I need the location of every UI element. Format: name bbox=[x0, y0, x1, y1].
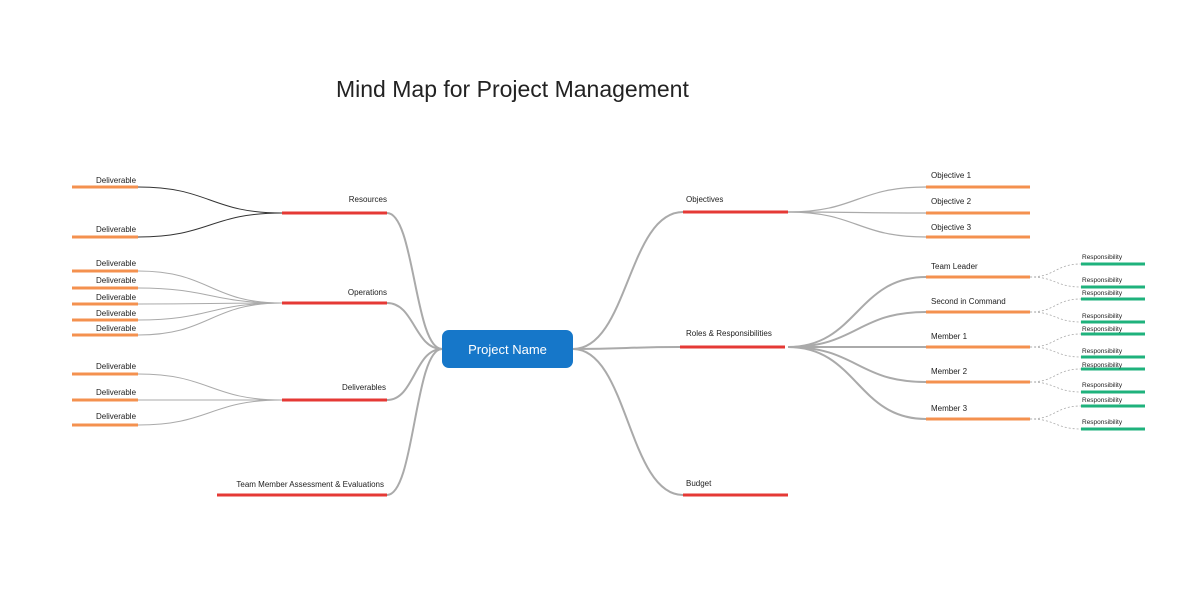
connector-root-operations bbox=[386, 302, 443, 350]
connector-root-assessment bbox=[386, 348, 443, 496]
branch-label-objectives: Objectives bbox=[686, 195, 724, 204]
branch-label-resources: Resources bbox=[348, 195, 387, 204]
branch-label-budget: Budget bbox=[686, 479, 712, 488]
leaf-label-operations-5: Deliverable bbox=[96, 324, 137, 333]
leaf-label-deliverables-3: Deliverable bbox=[96, 412, 137, 421]
connector-operations-leaf-4 bbox=[137, 302, 283, 321]
diagram-title: Mind Map for Project Management bbox=[336, 76, 689, 102]
connector-operations-leaf-2 bbox=[137, 287, 283, 304]
connector-resources-leaf-1 bbox=[137, 186, 283, 214]
leaf-label-operations-1: Deliverable bbox=[96, 259, 137, 268]
connector-responsibility-3a bbox=[1029, 333, 1082, 348]
responsibility-label-3b: Responsibility bbox=[1082, 348, 1123, 355]
branch-label-roles: Roles & Responsibilities bbox=[686, 329, 772, 338]
connector-root-deliverables bbox=[386, 348, 443, 401]
connector-root-roles bbox=[572, 346, 681, 350]
role-label-member-3: Member 3 bbox=[931, 404, 968, 413]
root-node-label: Project Name bbox=[468, 341, 547, 357]
connector-resources-leaf-2 bbox=[137, 212, 283, 238]
responsibility-label-1a: Responsibility bbox=[1082, 254, 1123, 261]
connector-responsibility-5a bbox=[1029, 405, 1082, 420]
connector-root-objectives bbox=[572, 211, 684, 350]
leaf-label-resources-1: Deliverable bbox=[96, 176, 137, 185]
objective-label-3: Objective 3 bbox=[931, 223, 972, 232]
root-node[interactable]: Project Name bbox=[442, 330, 573, 368]
responsibility-label-3a: Responsibility bbox=[1082, 326, 1123, 333]
responsibility-label-4b: Responsibility bbox=[1082, 382, 1123, 389]
responsibility-label-4a: Responsibility bbox=[1082, 362, 1123, 369]
leaf-label-operations-3: Deliverable bbox=[96, 293, 137, 302]
connector-responsibility-3b bbox=[1029, 346, 1082, 358]
connector-objective-1 bbox=[787, 186, 927, 213]
responsibility-label-1b: Responsibility bbox=[1082, 277, 1123, 284]
connector-role-4 bbox=[787, 346, 927, 383]
role-label-member-2: Member 2 bbox=[931, 367, 968, 376]
branch-label-assessment: Team Member Assessment & Evaluations bbox=[236, 480, 384, 489]
connector-responsibility-5b bbox=[1029, 418, 1082, 430]
connector-role-5 bbox=[787, 346, 927, 420]
connector-operations-leaf-5 bbox=[137, 302, 283, 336]
connector-responsibility-4a bbox=[1029, 368, 1082, 383]
connector-responsibility-2b bbox=[1029, 311, 1082, 323]
leaf-label-operations-4: Deliverable bbox=[96, 309, 137, 318]
connector-role-1 bbox=[787, 276, 927, 348]
connector-role-2 bbox=[787, 311, 927, 348]
connector-responsibility-2a bbox=[1029, 298, 1082, 313]
connector-operations-leaf-3 bbox=[137, 302, 283, 305]
connector-responsibility-1b bbox=[1029, 276, 1082, 288]
responsibility-label-5b: Responsibility bbox=[1082, 419, 1123, 426]
connector-objective-2 bbox=[787, 211, 927, 214]
connector-objective-3 bbox=[787, 211, 927, 238]
objective-label-1: Objective 1 bbox=[931, 171, 972, 180]
connector-deliverables-leaf-1 bbox=[137, 373, 283, 401]
connector-responsibility-4b bbox=[1029, 381, 1082, 393]
role-label-second-in-command: Second in Command bbox=[931, 297, 1006, 306]
role-label-team-leader: Team Leader bbox=[931, 262, 978, 271]
branch-label-deliverables: Deliverables bbox=[341, 383, 386, 392]
role-label-member-1: Member 1 bbox=[931, 332, 968, 341]
responsibility-label-2b: Responsibility bbox=[1082, 313, 1123, 320]
connector-root-resources bbox=[386, 212, 443, 350]
responsibility-label-5a: Responsibility bbox=[1082, 397, 1123, 404]
objective-label-2: Objective 2 bbox=[931, 197, 972, 206]
leaf-label-deliverables-2: Deliverable bbox=[96, 388, 137, 397]
branch-label-operations: Operations bbox=[347, 288, 387, 297]
leaf-label-operations-2: Deliverable bbox=[96, 276, 137, 285]
leaf-label-deliverables-1: Deliverable bbox=[96, 362, 137, 371]
connector-deliverables-leaf-3 bbox=[137, 399, 283, 426]
connector-operations-leaf-1 bbox=[137, 270, 283, 304]
leaf-label-resources-2: Deliverable bbox=[96, 225, 137, 234]
connector-root-budget bbox=[572, 348, 684, 496]
responsibility-label-2a: Responsibility bbox=[1082, 290, 1123, 297]
connector-responsibility-1a bbox=[1029, 263, 1082, 278]
